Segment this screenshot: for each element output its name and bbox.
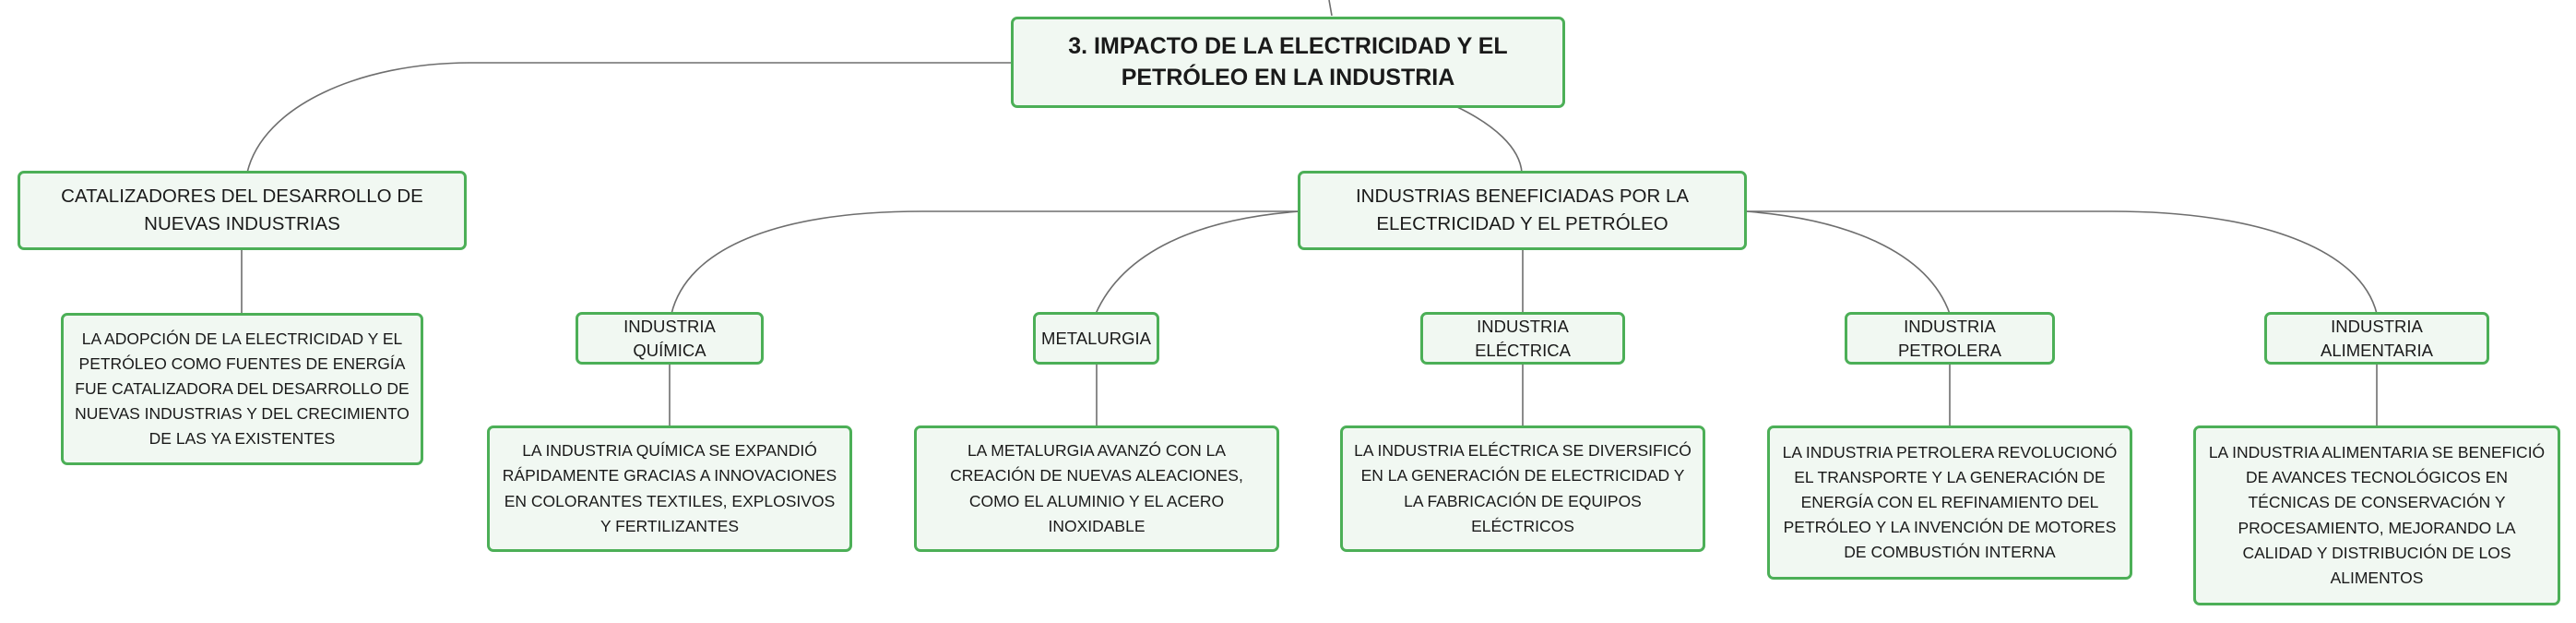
subtopic-industria-alimentaria-label: INDUSTRIA ALIMENTARIA <box>2321 316 2433 360</box>
subtopic-metalurgia-label: METALURGIA <box>1041 328 1151 348</box>
root-topic-title: 3. IMPACTO DE LA ELECTRICIDAD Y EL PETRÓ… <box>1068 32 1508 90</box>
detail-industria-quimica[interactable]: LA INDUSTRIA QUÍMICA SE EXPANDIÓ RÁPIDAM… <box>487 425 852 552</box>
detail-industria-electrica[interactable]: LA INDUSTRIA ELÉCTRICA SE DIVERSIFICÓ EN… <box>1340 425 1705 552</box>
subtopic-metalurgia[interactable]: METALURGIA <box>1033 312 1159 365</box>
detail-industria-petrolera-text: LA INDUSTRIA PETROLERA REVOLUCIONÓ EL TR… <box>1782 442 2118 562</box>
detail-industria-alimentaria[interactable]: LA INDUSTRIA ALIMENTARIA SE BENEFICIÓ DE… <box>2193 425 2560 605</box>
connector-beneficiadas-to-petrolera <box>1745 210 1951 315</box>
connector-beneficiadas-to-metalurgia <box>1095 210 1300 315</box>
connector-root-to-catalizadores <box>246 62 1013 174</box>
subtopic-industria-petrolera[interactable]: INDUSTRIA PETROLERA <box>1845 312 2055 365</box>
subtopic-industria-electrica[interactable]: INDUSTRIA ELÉCTRICA <box>1420 312 1625 365</box>
detail-catalizadores[interactable]: LA ADOPCIÓN DE LA ELECTRICIDAD Y EL PETR… <box>61 313 423 465</box>
detail-industria-alimentaria-text: LA INDUSTRIA ALIMENTARIA SE BENEFICIÓ DE… <box>2208 443 2546 587</box>
connector-top-stub <box>1328 0 1333 17</box>
topic-catalizadores[interactable]: CATALIZADORES DEL DESARROLLO DE NUEVAS I… <box>18 171 467 250</box>
detail-industria-quimica-text: LA INDUSTRIA QUÍMICA SE EXPANDIÓ RÁPIDAM… <box>502 441 837 535</box>
connector-beneficiadas-to-quimica <box>671 210 1300 315</box>
connector-beneficiadas-to-alimentaria <box>1746 210 2378 315</box>
detail-metalurgia-text: LA METALURGIA AVANZÓ CON LA CREACIÓN DE … <box>950 441 1243 535</box>
detail-metalurgia[interactable]: LA METALURGIA AVANZÓ CON LA CREACIÓN DE … <box>914 425 1279 552</box>
topic-industrias-beneficiadas[interactable]: INDUSTRIAS BENEFICIADAS POR LA ELECTRICI… <box>1298 171 1747 250</box>
topic-industrias-beneficiadas-label: INDUSTRIAS BENEFICIADAS POR LA ELECTRICI… <box>1355 186 1690 234</box>
detail-catalizadores-text: LA ADOPCIÓN DE LA ELECTRICIDAD Y EL PETR… <box>75 329 410 449</box>
subtopic-industria-petrolera-label: INDUSTRIA PETROLERA <box>1897 316 2002 360</box>
topic-catalizadores-label: CATALIZADORES DEL DESARROLLO DE NUEVAS I… <box>61 186 423 234</box>
detail-industria-petrolera[interactable]: LA INDUSTRIA PETROLERA REVOLUCIONÓ EL TR… <box>1767 425 2132 580</box>
connector-root-to-beneficiadas <box>1454 105 1523 174</box>
subtopic-industria-quimica[interactable]: INDUSTRIA QUÍMICA <box>576 312 764 365</box>
subtopic-industria-alimentaria[interactable]: INDUSTRIA ALIMENTARIA <box>2264 312 2489 365</box>
root-topic[interactable]: 3. IMPACTO DE LA ELECTRICIDAD Y EL PETRÓ… <box>1011 17 1565 108</box>
subtopic-industria-quimica-label: INDUSTRIA QUÍMICA <box>623 316 716 360</box>
subtopic-industria-electrica-label: INDUSTRIA ELÉCTRICA <box>1475 316 1571 360</box>
detail-industria-electrica-text: LA INDUSTRIA ELÉCTRICA SE DIVERSIFICÓ EN… <box>1354 441 1692 535</box>
